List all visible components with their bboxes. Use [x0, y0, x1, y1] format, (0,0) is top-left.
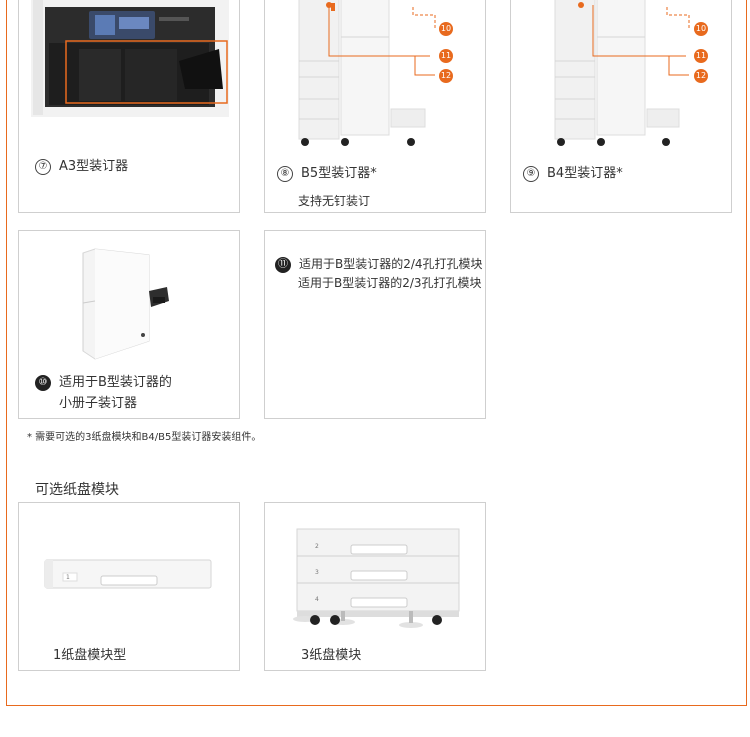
orange-frame — [6, 0, 747, 706]
b5-finisher-subtext: 支持无钉装订 — [298, 194, 371, 208]
item-number-8: ⑧ — [277, 166, 293, 182]
b5-finisher-image — [298, 0, 436, 146]
card-one-tray-module[interactable]: 1 1纸盘模块型 — [18, 502, 240, 671]
card-three-tray-module[interactable]: 2 3 4 3纸盘模块 — [264, 502, 486, 671]
callout-11: 11 — [439, 49, 453, 63]
item-number-10: ⑩ — [35, 375, 51, 391]
tray-number-2: 2 — [315, 543, 319, 550]
item-number-7: ⑦ — [35, 159, 51, 175]
footnote: * 需要可选的3纸盘模块和B4/B5型装订器安装组件。 — [27, 432, 262, 443]
booklet-maker-image — [82, 248, 169, 360]
a3-finisher-image — [31, 0, 229, 117]
callout-12: 12 — [439, 69, 453, 83]
tray-number-4: 4 — [315, 596, 319, 603]
one-tray-module-image — [44, 559, 212, 589]
item-number-11: ⑪ — [275, 257, 291, 273]
three-tray-module-image — [293, 528, 460, 628]
b4-finisher-image — [554, 0, 690, 146]
booklet-maker-label-line2: 小册子装订器 — [59, 396, 138, 411]
item-number-9: ⑨ — [523, 166, 539, 182]
punch-module-line2: 适用于B型装订器的2/3孔打孔模块 — [298, 276, 482, 290]
callout-10-b4: 10 — [694, 22, 708, 36]
one-tray-module-label: 1纸盘模块型 — [53, 648, 127, 663]
callout-10: 10 — [439, 22, 453, 36]
tray-number-3: 3 — [315, 569, 319, 576]
callout-11-b4: 11 — [694, 49, 708, 63]
section-title-tray-modules: 可选纸盘模块 — [35, 482, 119, 498]
three-tray-module-label: 3纸盘模块 — [301, 648, 362, 663]
one-tray-number: 1 — [66, 574, 70, 581]
callout-12-b4: 12 — [694, 69, 708, 83]
